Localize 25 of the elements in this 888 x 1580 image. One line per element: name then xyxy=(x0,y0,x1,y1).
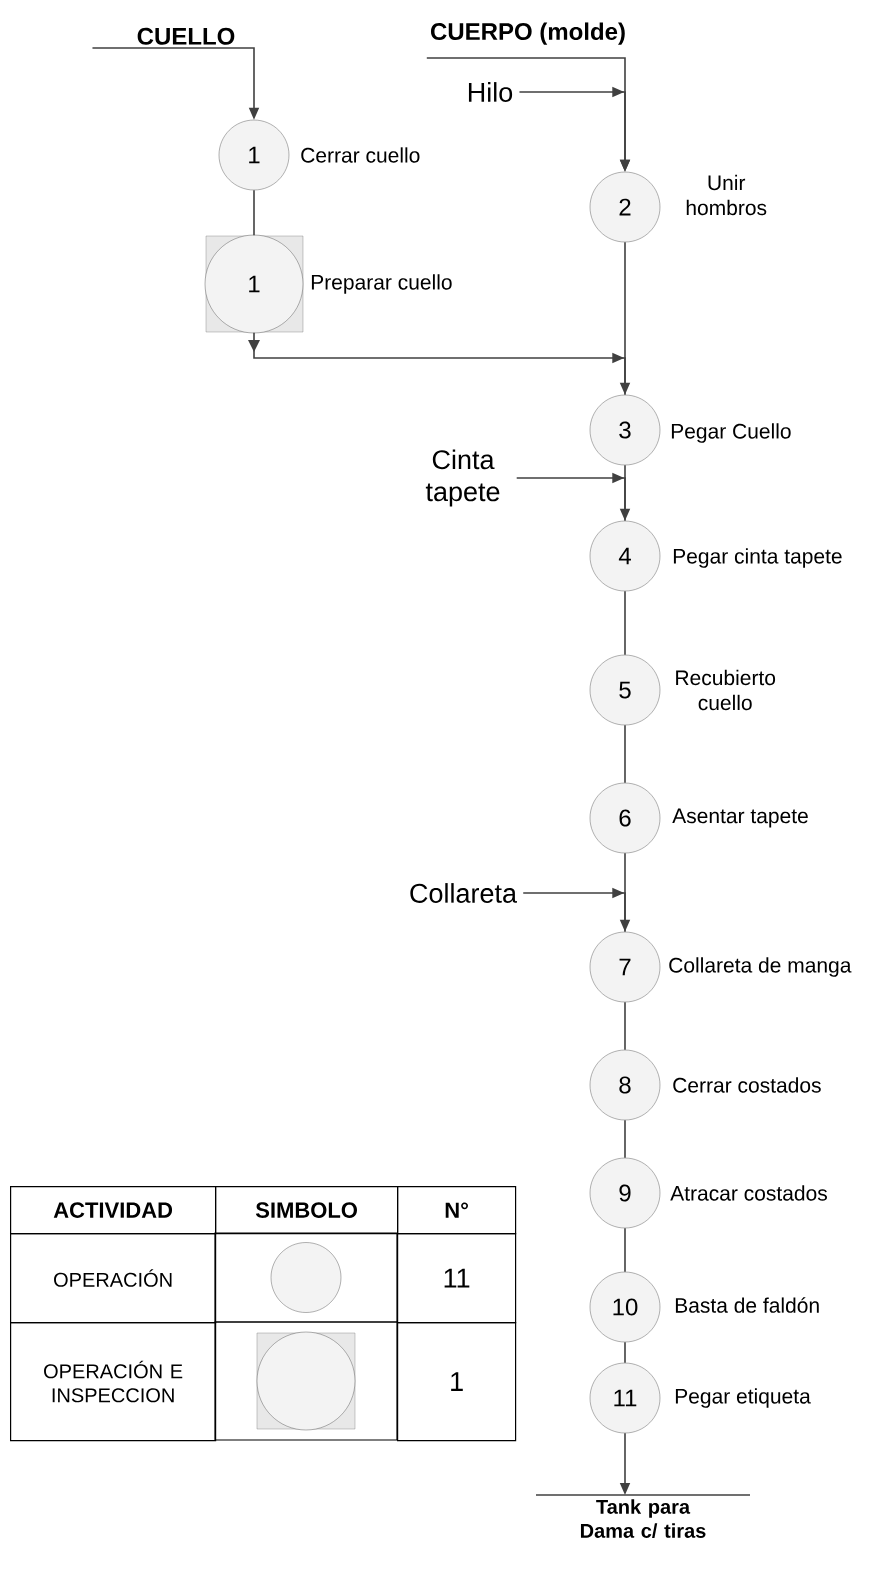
table-cell: OPERACIÓN E INSPECCION xyxy=(10,1322,217,1442)
step-label: Pegar Cuello xyxy=(671,423,791,443)
input-title: CUELLO xyxy=(137,27,235,45)
step-label: Pegar etiqueta xyxy=(675,1388,811,1408)
step-label: Recubierto cuello xyxy=(676,669,776,711)
step-label: Cerrar cuello xyxy=(301,147,420,163)
table-header-cell: ACTIVIDAD xyxy=(10,1186,217,1235)
table-cell: 11 xyxy=(397,1233,517,1324)
step-label: Collareta de manga xyxy=(669,957,852,977)
table-cell: 1 xyxy=(397,1322,517,1442)
step-label: Cerrar costados xyxy=(673,1077,821,1093)
input-title: CUERPO (molde) xyxy=(431,22,625,45)
table-header-cell: SIMBOLO xyxy=(215,1186,399,1235)
table-cell: OPERACIÓN xyxy=(10,1233,217,1324)
input-label: Collareta xyxy=(410,883,517,903)
step-label: Pegar cinta tapete xyxy=(673,548,842,568)
table-header-cell: N° xyxy=(397,1186,517,1235)
end-product: Tank para Dama c/ tiras xyxy=(535,1494,751,1539)
input-label: Hilo xyxy=(468,82,513,102)
step-label: Asentar tapete xyxy=(672,808,808,828)
input-label: Cinta tapete xyxy=(425,449,500,507)
step-label: Preparar cuello xyxy=(311,274,452,294)
step-label: Unir hombros xyxy=(686,174,767,216)
step-label: Atracar costados xyxy=(670,1185,827,1201)
step-label: Basta de faldón xyxy=(675,1297,819,1313)
